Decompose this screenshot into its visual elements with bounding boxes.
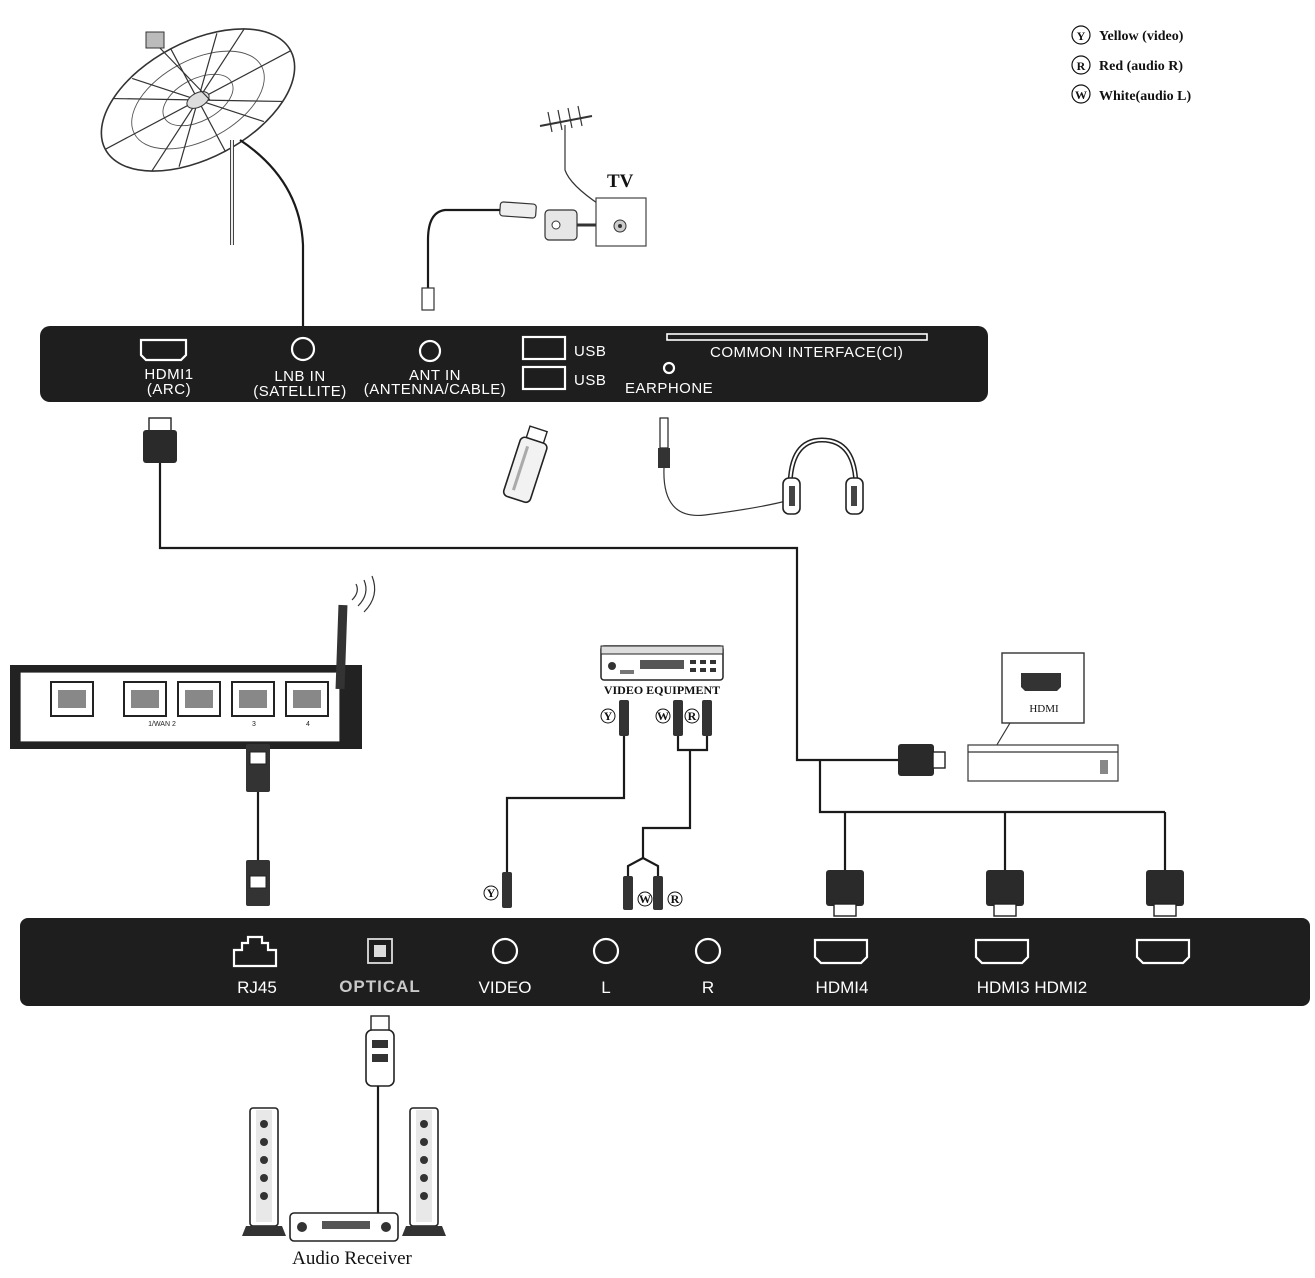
earphone-label: EARPHONE [625, 380, 713, 397]
audio-cable-join [676, 736, 709, 752]
coax-cable [421, 201, 537, 311]
wall-outlet-icon [595, 197, 647, 247]
usb-label-2: USB [574, 372, 606, 389]
hdmi3-port[interactable] [974, 938, 1030, 965]
hdmi-device-label: HDMI [1029, 703, 1059, 715]
lnb-in-label: LNB IN [274, 368, 325, 385]
rca-badge-w: W [639, 892, 651, 906]
rca-badge-r: R [671, 892, 680, 906]
hdmi-bus [818, 760, 1165, 814]
rj45-port[interactable] [232, 935, 278, 968]
rca-plugs-top: Y W R [600, 700, 712, 736]
usb-label-1: USB [574, 343, 606, 360]
tv-antenna-icon [539, 105, 601, 206]
ethernet-cable [246, 744, 270, 906]
hdmi4-label: HDMI4 [816, 978, 869, 997]
usb-stick-icon [502, 425, 549, 504]
audio-r-port[interactable] [694, 937, 722, 965]
lnb-in-port[interactable] [290, 336, 316, 362]
video-equipment-icon [600, 645, 724, 681]
top-connector-panel: HDMI1 (ARC) LNB IN (SATELLITE) ANT IN (A… [40, 326, 988, 402]
legend-item-red: R Red (audio R) [1071, 55, 1183, 75]
hdmi3-hdmi2-label: HDMI3 HDMI2 [977, 978, 1088, 997]
usb-port-2[interactable] [521, 365, 567, 391]
audio-receiver-icon [289, 1212, 399, 1242]
rca-badge-w: W [657, 709, 669, 723]
router-port-label: 1/WAN 2 [148, 721, 176, 728]
hdmi-plugs-bottom [826, 870, 1184, 917]
rca-badge-y: Y [487, 886, 496, 900]
hdmi1-port[interactable] [139, 338, 188, 362]
legend-label: Yellow (video) [1099, 29, 1184, 44]
ant-in-label: ANT IN [409, 367, 461, 384]
legend-label: Red (audio R) [1099, 59, 1183, 74]
audio-receiver-label: Audio Receiver [292, 1248, 412, 1269]
video-label: VIDEO [479, 978, 532, 997]
tv-label: TV [607, 171, 634, 192]
video-equipment-label: VIDEO EQUIPMENT [604, 683, 720, 697]
legend-item-yellow: Y Yellow (video) [1071, 25, 1184, 45]
headphones-icon [658, 417, 864, 517]
satellite-dish-icon [100, 28, 296, 245]
rca-badge-y: Y [604, 709, 613, 723]
bottom-connector-panel: RJ45 OPTICAL VIDEO L R HDMI4 HDMI3 HDMI2 [20, 918, 1310, 1006]
earphone-jack[interactable] [662, 361, 676, 375]
hdmi-plug-icon [143, 417, 177, 463]
ant-in-sublabel: (ANTENNA/CABLE) [364, 381, 507, 398]
legend-letter: R [1077, 59, 1086, 73]
speaker-icon-left [242, 1107, 286, 1236]
rca-plugs-bottom: Y W R [483, 872, 683, 910]
video-cable [505, 736, 626, 872]
optical-label: OPTICAL [339, 977, 421, 996]
satellite-cable [239, 139, 305, 335]
hdmi-device-icon [967, 652, 1119, 782]
audio-cable-split [626, 857, 660, 876]
rj45-label: RJ45 [237, 978, 277, 997]
lnb-in-sublabel: (SATELLITE) [253, 383, 347, 400]
ci-slot[interactable] [666, 333, 928, 341]
optical-port[interactable] [367, 938, 393, 964]
ant-in-port[interactable] [418, 339, 442, 363]
hdmi1-label: HDMI1 [144, 366, 193, 383]
legend-item-white: W White(audio L) [1071, 84, 1192, 104]
legend-letter: Y [1077, 29, 1086, 43]
hdmi1-sublabel: (ARC) [147, 381, 191, 398]
audio-l-port[interactable] [592, 937, 620, 965]
legend-letter: W [1075, 88, 1087, 102]
hdmi-arc-cable [158, 463, 902, 762]
hdmi2-port[interactable] [1135, 938, 1191, 965]
optical-cable [365, 1015, 395, 1215]
legend-label: White(audio L) [1099, 89, 1192, 104]
ci-label: COMMON INTERFACE(CI) [710, 344, 903, 361]
video-port[interactable] [491, 937, 519, 965]
color-legend: Y Yellow (video) R Red (audio R) W White… [1071, 25, 1192, 104]
router-icon: 1/WAN 2 3 4 [10, 575, 376, 749]
audio-cable [641, 750, 692, 858]
rca-badge-r: R [688, 709, 697, 723]
coax-plug-icon [544, 209, 596, 241]
hdmi-plug-icon [898, 744, 946, 776]
router-port-label: 3 [252, 721, 256, 728]
audio-r-label: R [702, 978, 714, 997]
router-port-label: 4 [306, 721, 310, 728]
audio-l-label: L [601, 978, 610, 997]
usb-port-1[interactable] [521, 335, 567, 361]
hdmi4-port[interactable] [813, 938, 869, 965]
speaker-icon-right [402, 1107, 446, 1236]
ethernet-ports [50, 681, 329, 717]
